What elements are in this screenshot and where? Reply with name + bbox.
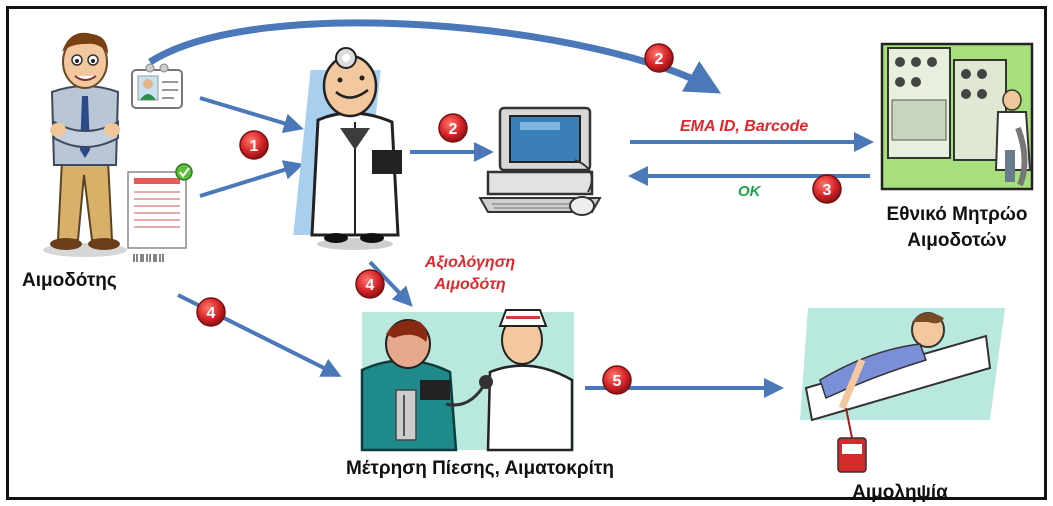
id-card-icon [131,63,183,109]
evaluation-label-line1: Αξιολόγηση [424,254,516,271]
arrow-id-card-to-doctor [199,96,304,133]
doctor-icon [293,47,402,250]
step-badge-4-evaluation: 4 [355,269,385,299]
step-badge-3: 3 [812,174,842,204]
collection-label: Αιμοληψία [852,482,948,503]
pressure-label: Μέτρηση Πίεσης, Αιματοκρίτη [345,458,615,479]
svg-text:3: 3 [823,182,832,199]
svg-text:4: 4 [207,305,216,322]
svg-text:1: 1 [250,138,259,155]
nurse-pressure-icon [360,309,574,452]
svg-text:4: 4 [366,277,375,294]
step-badges: 1 2 2 3 4 4 5 [196,43,842,395]
evaluation-label: Αξιολόγηση Αιμοδότη [400,252,540,296]
registry-label-line2: Αιμοδοτών [907,230,1007,251]
registry-label: Εθνικό Μητρώο Αιμοδοτών [866,202,1048,254]
svg-text:2: 2 [655,51,664,68]
ok-label: OK [738,183,761,200]
registry-label-line1: Εθνικό Μητρώο [886,204,1028,225]
arrow-id-card-to-registry-curve [148,19,722,94]
step-badge-1: 1 [239,130,269,160]
arrow-doctor-to-pressure [368,260,413,307]
step-badge-5: 5 [602,365,632,395]
svg-text:5: 5 [613,373,622,390]
step-badge-2-computer: 2 [438,113,468,143]
ema-barcode-label: EMA ID, Barcode [680,118,809,135]
form-document-icon [127,163,193,262]
diagram-frame [6,6,1047,500]
svg-text:2: 2 [449,121,458,138]
step-badge-4-donor: 4 [196,297,226,327]
blood-collection-icon [800,308,1005,473]
arrow-form-to-doctor [199,160,304,198]
evaluation-label-line2: Αιμοδότη [434,276,506,293]
registry-server-icon [880,42,1034,191]
donor-person-icon [43,32,127,257]
step-badge-2-top: 2 [644,43,674,73]
computer-icon [478,106,602,216]
donor-label: Αιμοδότης [22,270,117,291]
